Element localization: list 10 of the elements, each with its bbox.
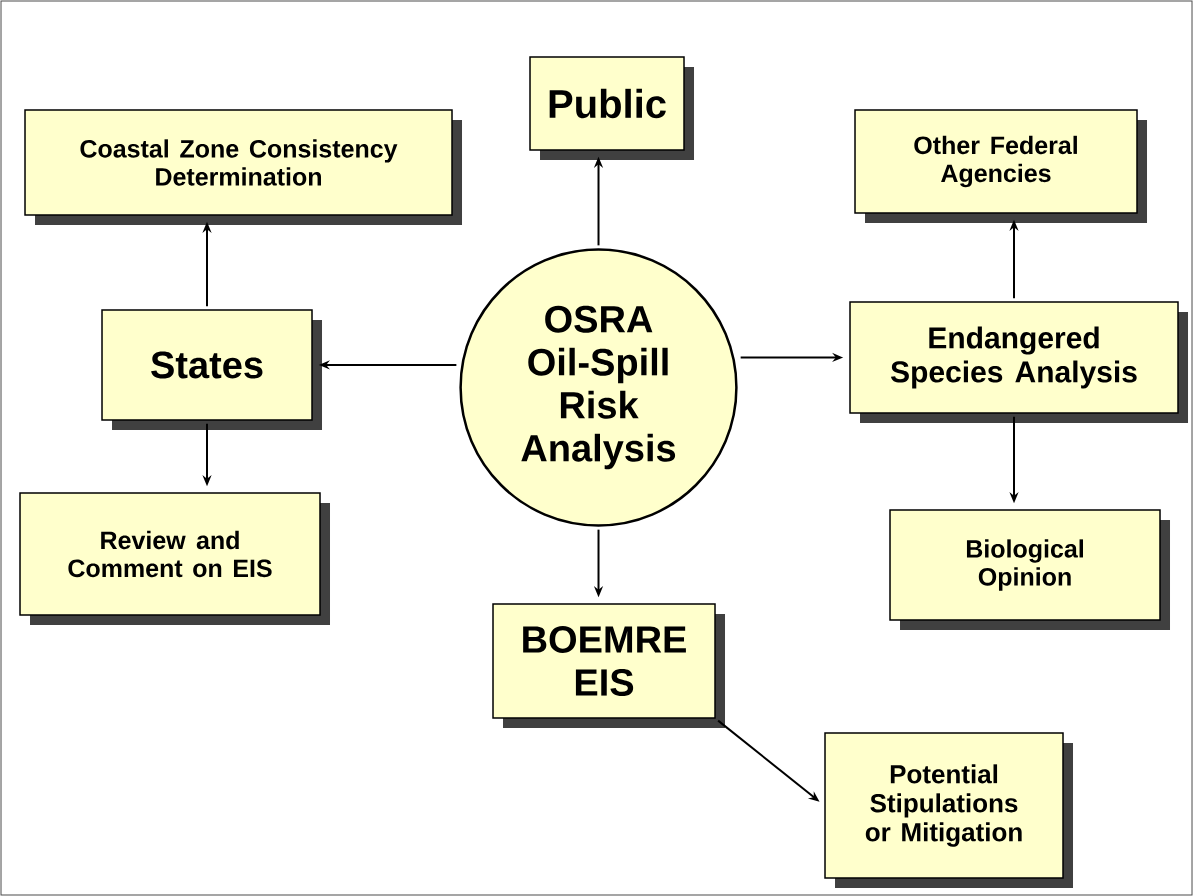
process-box: Public [529, 56, 694, 160]
process-box: Other Federal Agencies [854, 109, 1147, 223]
process-box: Potential Stipulations or Mitigation [824, 732, 1073, 888]
process-box: Review and Comment on EIS [19, 492, 330, 625]
process-box: Biological Opinion [889, 509, 1170, 630]
process-box: Endangered Species Analysis [849, 301, 1188, 423]
process-box: BOEMRE EIS [492, 603, 725, 728]
circle-node: OSRA Oil-Spill Risk Analysis [459, 248, 738, 527]
process-box: States [101, 309, 322, 430]
process-box: Coastal Zone Consistency Determination [24, 109, 462, 225]
